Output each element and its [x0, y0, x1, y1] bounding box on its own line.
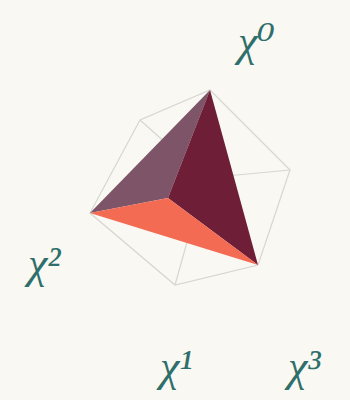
cube-wireframe: [90, 90, 290, 285]
vertex-label: χ⁰: [238, 20, 275, 64]
vertex-label: χ²: [28, 242, 61, 286]
vertex-label: χ³: [288, 345, 321, 389]
vertex-label: χ¹: [160, 345, 193, 389]
tetra-face-bottom: [90, 198, 258, 265]
